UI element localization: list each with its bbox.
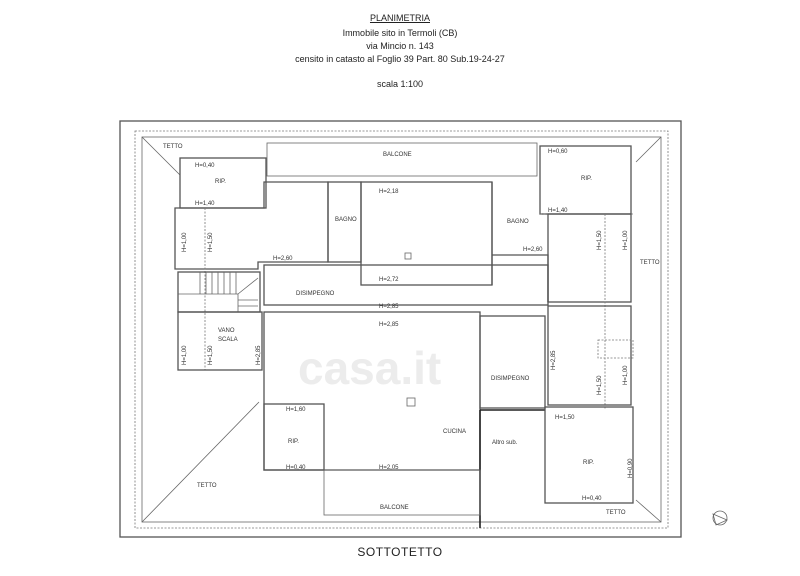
height-label: H=2,85 (551, 350, 557, 370)
roof-hip-line (141, 401, 260, 523)
room-left (174, 181, 329, 270)
stairwell (177, 311, 263, 371)
height-label: H=2,72 (379, 277, 399, 283)
room-right-upper (547, 213, 632, 303)
label-hallway: DISIMPEGNO (296, 291, 335, 297)
height-label: H=2,85 (379, 304, 399, 310)
label-bathroom: BAGNO (335, 217, 357, 223)
dormer (597, 339, 634, 359)
other-unit-boundary (479, 409, 545, 528)
balcony-bottom (323, 469, 481, 516)
height-label: H=1,50 (208, 345, 214, 365)
height-label: H=1,50 (208, 232, 214, 252)
height-label: H=0,40 (286, 465, 306, 471)
label-roof: TETTO (163, 144, 183, 150)
label-balcony: BALCONE (383, 152, 412, 158)
height-label: H=1,40 (548, 208, 568, 214)
label-other-unit: Altro sub. (492, 440, 518, 446)
room-right-lower (547, 305, 632, 406)
plan-frame (119, 120, 682, 538)
roof-hip-line (635, 136, 662, 163)
height-label: H=1,50 (555, 415, 575, 421)
height-label: H=2,85 (379, 322, 399, 328)
label-storage: RIP. (583, 460, 594, 466)
watermark: casa.it (298, 342, 441, 394)
roof-boundary (134, 130, 669, 529)
label-storage: RIP. (581, 176, 592, 182)
label-hallway: DISIMPEGNO (491, 376, 530, 382)
height-label: H=2,60 (523, 247, 543, 253)
roof-hip-line (141, 136, 181, 176)
hallway-top (263, 264, 549, 306)
storage-room-bottom-left (263, 403, 325, 471)
height-label: H=0,60 (548, 149, 568, 155)
height-label: H=1,00 (623, 365, 629, 385)
label-storage: RIP. (288, 439, 299, 445)
storage-room-bottom-right (544, 406, 634, 504)
property-location: Immobile sito in Termoli (CB) (342, 28, 458, 38)
height-label: H=1,40 (195, 201, 215, 207)
label-storage: RIP. (215, 179, 226, 185)
plan-scale: scala 1:100 (376, 79, 424, 89)
height-label: H=2,18 (379, 189, 399, 195)
label-balcony: BALCONE (380, 505, 409, 511)
hallway-right (479, 315, 546, 409)
height-label: H=1,50 (597, 230, 603, 250)
balcony-top (266, 142, 538, 177)
chimney-icon (404, 252, 412, 260)
cadastral-reference: censito in catasto al Foglio 39 Part. 80… (295, 54, 505, 64)
height-label: H=1,00 (182, 345, 188, 365)
property-address: via Mincio n. 143 (366, 41, 434, 51)
room-center (360, 181, 493, 286)
floor-name: SOTTOTETTO (357, 545, 443, 559)
height-label: H=0,40 (195, 163, 215, 169)
label-bathroom: BAGNO (507, 219, 529, 225)
label-kitchen: CUCINA (443, 429, 466, 435)
height-label: H=1,00 (623, 230, 629, 250)
label-roof: TETTO (606, 510, 626, 516)
plan-title: PLANIMETRIA (369, 13, 430, 23)
chimney-icon (406, 397, 416, 407)
height-label: H=2,85 (256, 345, 262, 365)
label-roof: TETTO (640, 260, 660, 266)
height-label: H=0,40 (582, 496, 602, 502)
height-label: H=2,05 (379, 465, 399, 471)
roof-hip-line (635, 499, 662, 523)
height-label: H=0,90 (628, 458, 634, 478)
height-label: H=2,60 (273, 256, 293, 262)
roof-edge (141, 136, 662, 523)
height-label: H=1,50 (597, 375, 603, 395)
stair-steps (178, 272, 259, 312)
label-stairwell-2: SCALA (218, 337, 238, 343)
height-label: H=1,60 (286, 407, 306, 413)
height-label: H=1,00 (182, 232, 188, 252)
label-roof: TETTO (197, 483, 217, 489)
north-arrow-icon (712, 510, 728, 526)
label-stairwell-1: VANO (218, 328, 235, 334)
